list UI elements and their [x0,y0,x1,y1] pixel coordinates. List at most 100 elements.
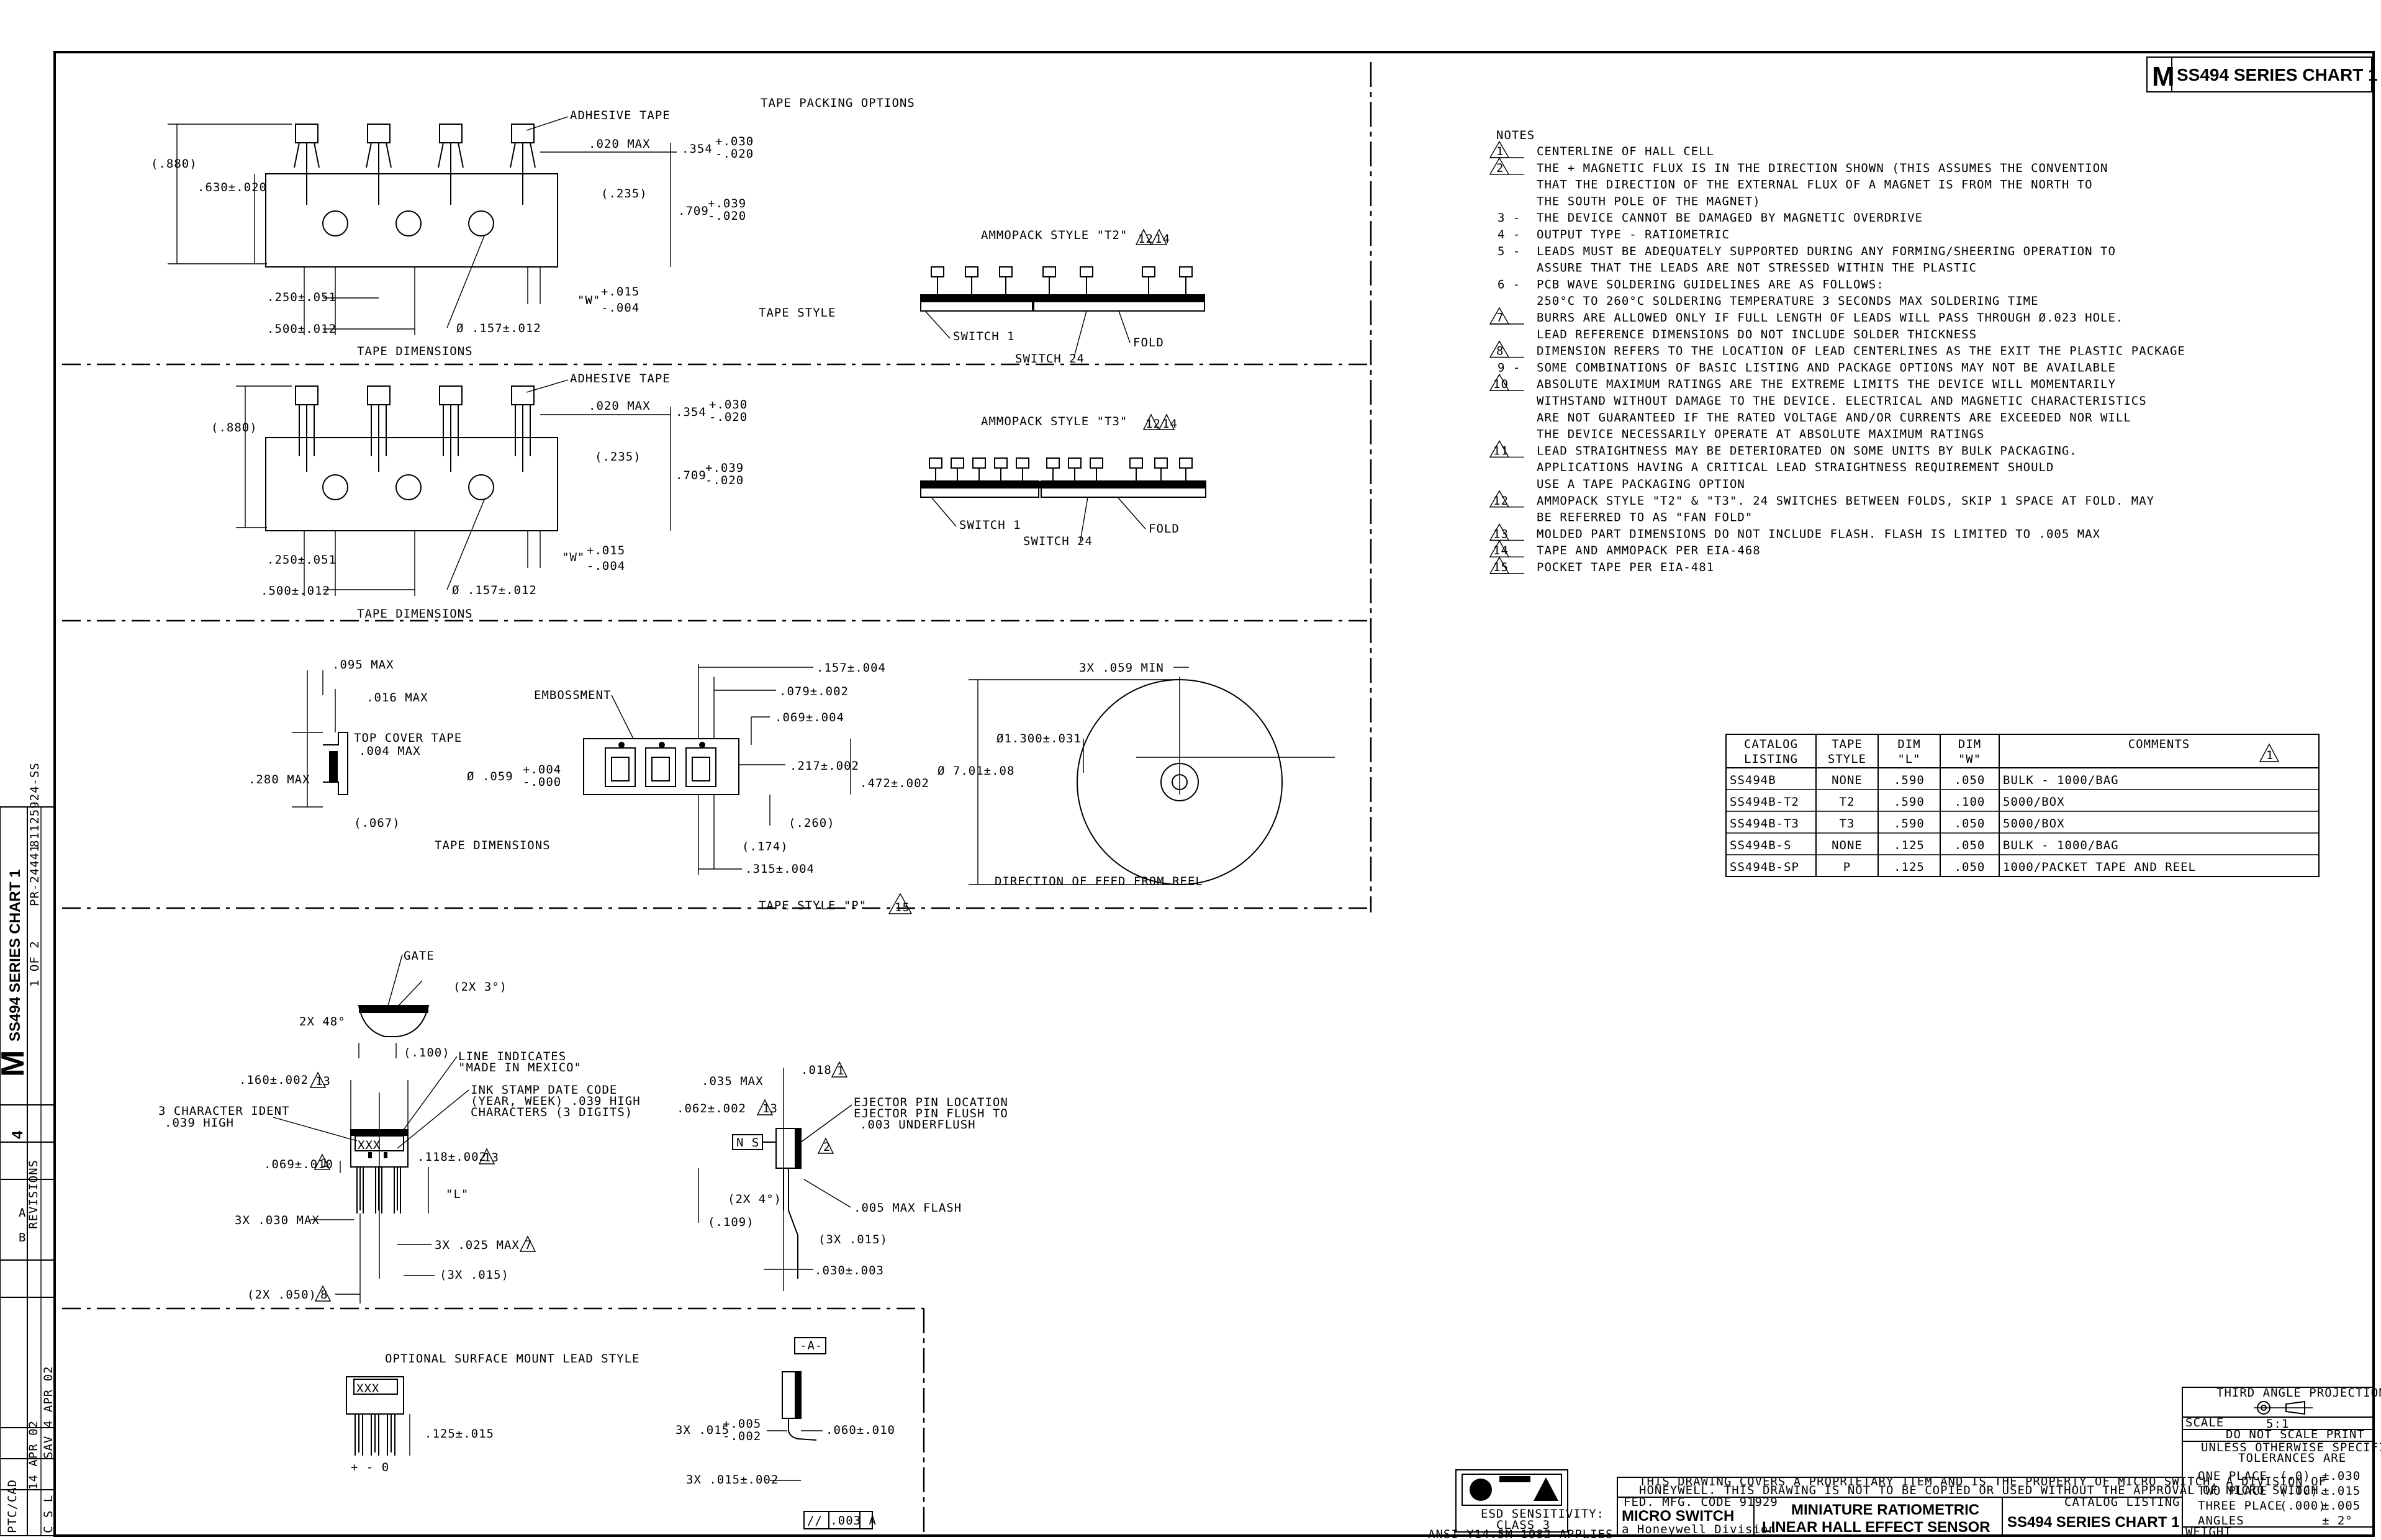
note-line: BE REFERRED TO AS "FAN FOLD" [1537,511,1753,525]
dim-354-2: .354 [675,405,707,419]
side-initials-1: C S L [42,1495,55,1533]
dim-709: .709 [678,204,709,218]
tape-dimensions-label-2: TAPE DIMENSIONS [357,607,473,621]
feed-direction-label: DIRECTION OF FEED FROM REEL [995,875,1203,888]
side-rev-label: REVISIONS [27,1160,40,1229]
fed-code: FED. MFG. CODE 91929 [1624,1495,1778,1509]
note-line: THE DEVICE CANNOT BE DAMAGED BY MAGNETIC… [1537,211,1923,225]
tape-strip-1 [265,173,558,268]
dim-060: .060±.010 [826,1423,895,1437]
note-line: AMMOPACK STYLE "T2" & "T3". 24 SWITCHES … [1537,494,2154,508]
dim-3x030: 3X .030 MAX [235,1214,320,1227]
note-line: THE SOUTH POLE OF THE MAGNET) [1537,194,1761,208]
flag-15: 15 [895,901,910,914]
tol-value: ±.030 [2322,1469,2361,1483]
table-header: DIM [1897,737,1920,751]
tol-label: THREE PLACE [2198,1499,2283,1513]
tol-value: ±.015 [2322,1484,2361,1498]
table-cell: BULK - 1000/BAG [2003,839,2119,852]
switch24-label-t2: SWITCH 24 [1015,352,1085,366]
tape-style-label: TAPE STYLE [759,306,836,320]
side-issue: 4 [9,1130,26,1139]
dim-3x025: 3X .025 MAX [435,1238,520,1252]
note-number: 4 - [1498,228,1520,241]
dim-500: .500±.012 [267,322,337,336]
dim-035: .035 MAX [702,1074,764,1088]
dim-W: "W" [577,294,600,307]
switch1-label-t2: SWITCH 1 [953,330,1015,343]
side-initials-2: SAV [42,1436,55,1459]
table-header: CATALOG [1744,737,1798,751]
dim-3x015c-tol-minus: -.002 [723,1430,761,1443]
note-line: TAPE AND AMMOPACK PER EIA-468 [1537,544,1761,557]
component-row-1 [294,124,536,205]
table-cell: .590 [1894,795,1925,809]
dim-500-2: .500±.012 [261,584,330,598]
dim-354-2-tol-minus: -.020 [709,410,748,424]
badge-letter: M [2152,61,2175,92]
note-number: 3 - [1498,211,1520,225]
char-ident-2: .039 HIGH [165,1116,234,1130]
note-number: 12 [1493,494,1509,508]
note-number: 1 [1496,145,1504,158]
note-number: 2 [1496,161,1504,175]
table-header: "L" [1897,752,1920,766]
dim-3x015c: 3X .015 [675,1423,730,1437]
tol-label: ONE PLACE [2198,1469,2267,1483]
ammo-t3-flags: 12 14 [1142,413,1178,431]
dim-020max: .020 MAX [589,137,651,151]
note-line: ARE NOT GUARANTEED IF THE RATED VOLTAGE … [1537,411,2131,425]
dim-018: .018 [801,1063,832,1077]
top-cover-label: TOP COVER TAPE [354,731,462,745]
note-line: WITHSTAND WITHOUT DAMAGE TO THE DEVICE. … [1537,394,2147,408]
dim-030: .030±.003 [815,1264,884,1277]
smd-xxx: XXX [356,1382,379,1395]
dim-3x059: 3X .059 MIN [1079,661,1164,675]
svg-text:14: 14 [1155,232,1170,246]
table-cell: NONE [1832,839,1863,852]
dim-109: (.109) [708,1215,754,1229]
flag-13-c: 13 [762,1102,778,1115]
side-ptc: PTC/CAD [6,1479,19,1533]
ejector-3: .003 UNDERFLUSH [860,1118,976,1132]
flatness-callout: // .003 A [807,1514,877,1528]
xxx-mark: XXX [358,1138,381,1152]
esd-block [1455,1469,1568,1533]
dim-354-2-tol-plus: +.030 [709,398,748,412]
ammopack-t2-drawing [920,266,1205,312]
svg-text:12: 12 [1145,417,1161,431]
dim-069: .069±.004 [775,711,844,724]
tol-heading-1: UNLESS OTHERWISE SPECIFIED [2201,1441,2381,1454]
table-cell: 5000/BOX [2003,817,2065,831]
dim-157: Ø .157±.012 [456,322,541,335]
svg-text:14: 14 [1162,417,1178,431]
tape-dimensions-label-3: TAPE DIMENSIONS [435,839,551,852]
dim-354: .354 [682,142,713,156]
tape-strip-2 [265,437,558,531]
dim-174: (.174) [742,840,788,853]
note-line: MOLDED PART DIMENSIONS DO NOT INCLUDE FL… [1537,527,2100,541]
note-number: 9 - [1498,361,1520,374]
badge-title: SS494 SERIES CHART 1 [2177,65,2378,84]
tape-style-p-label: TAPE STYLE "P" [759,899,867,912]
note-line: LEAD REFERENCE DIMENSIONS DO NOT INCLUDE… [1537,328,1977,341]
dim-125: .125±.015 [425,1427,494,1441]
fold-label-t3: FOLD [1149,522,1180,536]
dim-059-tol-minus: -.000 [523,775,561,789]
dim-095: .095 MAX [332,658,394,672]
note-number: 6 - [1498,277,1520,291]
dim-3x015: (3X .015) [440,1268,509,1282]
note-line: LEAD STRAIGHTNESS MAY BE DETERIORATED ON… [1537,444,2077,457]
dim-709-tol-minus: -.020 [708,209,746,223]
table-cell: SS494B-T3 [1730,817,1799,831]
dim-W-tol-minus: -.004 [601,301,639,315]
dim-059-tol-plus: +.004 [523,763,561,777]
note-number: 10 [1493,377,1509,391]
dim-020max-2: .020 MAX [589,399,651,413]
tol-value: ± 2° [2322,1514,2353,1528]
tape-section-1: TAPE PACKING OPTIONS ADHESIVE TAPE (.880… [151,96,1205,366]
note-line: THE DEVICE NECESSARILY OPERATE AT ABSOLU… [1537,428,1984,441]
flag-13-b: 13 [484,1151,499,1164]
sheet-border [53,51,2375,1537]
ink-stamp-2: (YEAR, WEEK) .039 HIGH [471,1094,641,1108]
